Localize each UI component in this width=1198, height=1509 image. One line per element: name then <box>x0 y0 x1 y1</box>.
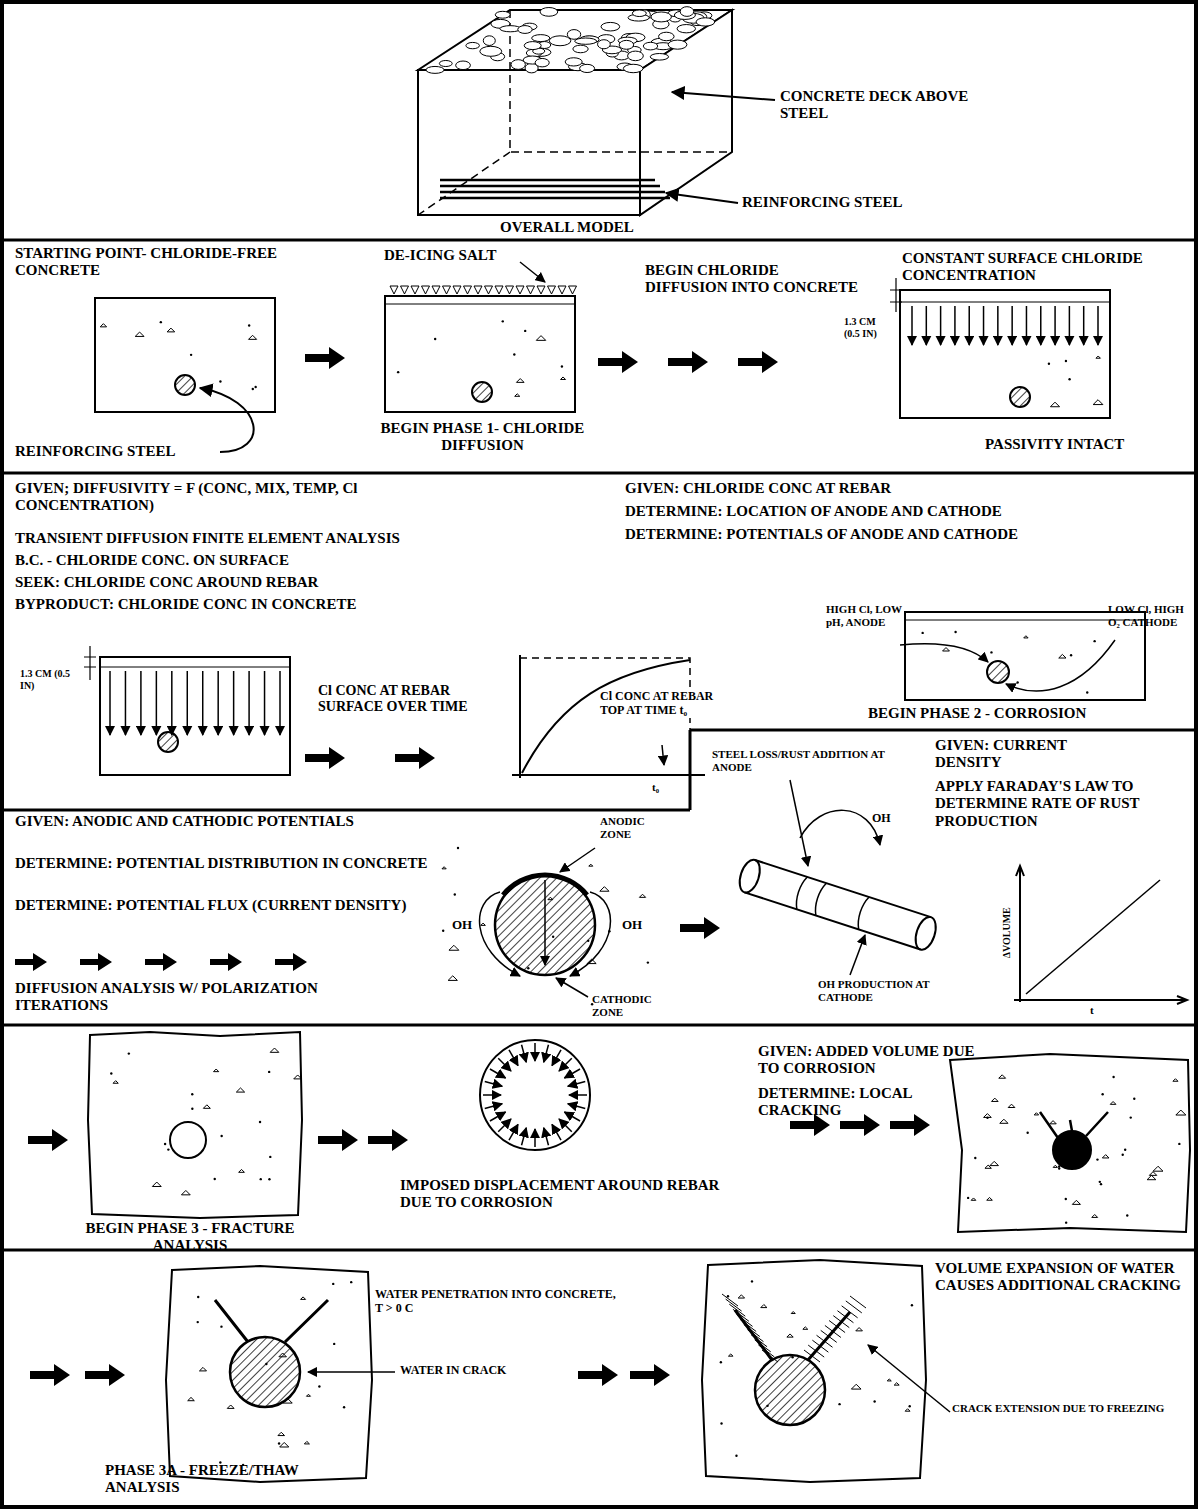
annotation-label: PASSIVITY INTACT <box>985 436 1190 453</box>
annotation-label: OH <box>622 918 652 933</box>
annotation-label: DETERMINE: LOCAL CRACKING <box>758 1085 948 1120</box>
annotation-label: CONCRETE DECK ABOVE STEEL <box>780 88 980 123</box>
annotation-label: BYPRODUCT: CHLORIDE CONC IN CONCRETE <box>15 596 555 613</box>
annotation-label: GIVEN: CURRENT DENSITY <box>935 737 1110 772</box>
annotation-label: DETERMINE: POTENTIAL DISTRIBUTION IN CON… <box>15 855 435 872</box>
annotation-label: REINFORCING STEEL <box>742 194 982 211</box>
annotation-label: WATER PENETRATION INTO CONCRETE, T > 0 C <box>375 1288 625 1316</box>
annotation-label: STEEL LOSS/RUST ADDITION AT ANODE <box>712 748 922 773</box>
annotation-label: GIVEN: ADDED VOLUME DUE TO CORROSION <box>758 1043 988 1078</box>
annotation-label: OVERALL MODEL <box>500 219 660 236</box>
annotation-label: BEGIN CHLORIDE DIFFUSION INTO CONCRETE <box>645 262 860 297</box>
annotation-label: GIVEN: CHLORIDE CONC AT REBAR <box>625 480 1190 497</box>
annotation-label: PHASE 3A - FREEZE/THAW ANALYSIS <box>105 1462 325 1497</box>
annotation-label: BEGIN PHASE 3 - FRACTURE ANALYSIS <box>70 1220 310 1255</box>
annotation-label: GIVEN; DIFFUSIVITY = F (CONC, MIX, TEMP,… <box>15 480 415 515</box>
annotation-label: BEGIN PHASE 1- CHLORIDE DIFFUSION <box>380 420 585 455</box>
annotation-label: CRACK EXTENSION DUE TO FREEZING <box>952 1402 1190 1415</box>
annotation-label: Cl CONC AT REBAR TOP AT TIME t₀ <box>600 690 718 718</box>
annotation-label: IMPOSED DISPLACEMENT AROUND REBAR DUE TO… <box>400 1177 720 1212</box>
annotation-label: DETERMINE: LOCATION OF ANODE AND CATHODE <box>625 503 1195 520</box>
annotation-label: OH <box>872 812 902 826</box>
annotation-label: B.C. - CHLORIDE CONC. ON SURFACE <box>15 552 535 569</box>
annotation-label: DE-ICING SALT <box>384 247 564 264</box>
annotation-label: REINFORCING STEEL <box>15 443 235 460</box>
annotation-label: APPLY FARADAY'S LAW TO DETERMINE RATE OF… <box>935 778 1193 830</box>
annotation-label: Cl CONC AT REBAR SURFACE OVER TIME <box>318 683 498 715</box>
annotation-label: SEEK: CHLORIDE CONC AROUND REBAR <box>15 574 535 591</box>
annotation-label: CATHODIC ZONE <box>592 993 672 1018</box>
annotation-label: t₀ <box>652 781 676 794</box>
annotation-label: CONSTANT SURFACE CHLORIDE CONCENTRATION <box>902 250 1196 285</box>
annotation-label: OH PRODUCTION AT CATHODE <box>818 978 948 1003</box>
annotation-label: LOW Cl, HIGH O₂ CATHODE <box>1108 603 1196 628</box>
annotation-label: WATER IN CRACK <box>400 1364 550 1378</box>
annotation-label: ANODIC ZONE <box>600 815 670 840</box>
annotation-label: DIFFUSION ANALYSIS W/ POLARIZATION ITERA… <box>15 980 345 1015</box>
annotation-label: DETERMINE: POTENTIALS OF ANODE AND CATHO… <box>625 526 1195 543</box>
annotation-label: DETERMINE: POTENTIAL FLUX (CURRENT DENSI… <box>15 897 435 914</box>
annotation-label: t <box>1090 1004 1105 1017</box>
annotation-label: VOLUME EXPANSION OF WATER CAUSES ADDITIO… <box>935 1260 1193 1295</box>
annotation-label: ΔVOLUME <box>1001 888 1013 978</box>
annotation-label: STARTING POINT- CHLORIDE-FREE CONCRETE <box>15 245 305 280</box>
annotation-label: OH <box>452 918 482 933</box>
annotation-label: GIVEN: ANODIC AND CATHODIC POTENTIALS <box>15 813 435 830</box>
annotation-label: 1.3 CM (0.5 IN) <box>20 668 80 691</box>
annotation-label: 1.3 CM (0.5 IN) <box>844 316 890 339</box>
annotation-label: BEGIN PHASE 2 - CORROSION <box>868 705 1178 722</box>
annotation-label: TRANSIENT DIFFUSION FINITE ELEMENT ANALY… <box>15 530 575 547</box>
annotation-label: HIGH Cl, LOW pH, ANODE <box>826 603 906 628</box>
